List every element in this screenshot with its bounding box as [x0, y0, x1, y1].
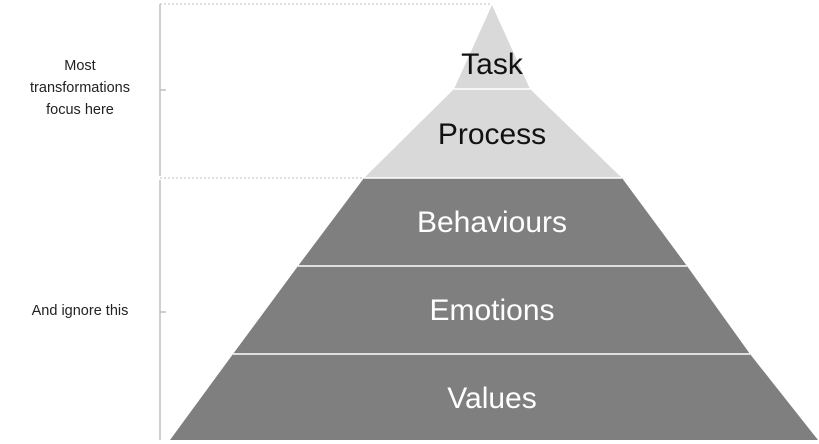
layer-behaviours	[298, 178, 687, 266]
layer-values	[170, 354, 818, 440]
layer-label-values: Values	[447, 382, 537, 415]
bracket-top	[159, 3, 490, 179]
layer-label-behaviours: Behaviours	[417, 206, 567, 239]
bracket-bottom	[159, 180, 166, 440]
annotation-ignore-this: And ignore this	[5, 300, 155, 322]
layer-emotions	[233, 266, 750, 354]
layer-label-process: Process	[438, 118, 546, 151]
annotation-focus-here: Most transformations focus here	[5, 55, 155, 121]
layer-label-emotions: Emotions	[429, 294, 554, 327]
layer-process	[364, 89, 622, 178]
annotation-line: focus here	[46, 102, 114, 118]
annotation-line: transformations	[30, 80, 130, 96]
layer-dividers	[233, 88, 750, 355]
annotation-line: And ignore this	[31, 303, 129, 319]
layer-label-task: Task	[461, 48, 524, 81]
layer-task	[454, 5, 530, 89]
annotation-line: Most	[64, 58, 96, 74]
